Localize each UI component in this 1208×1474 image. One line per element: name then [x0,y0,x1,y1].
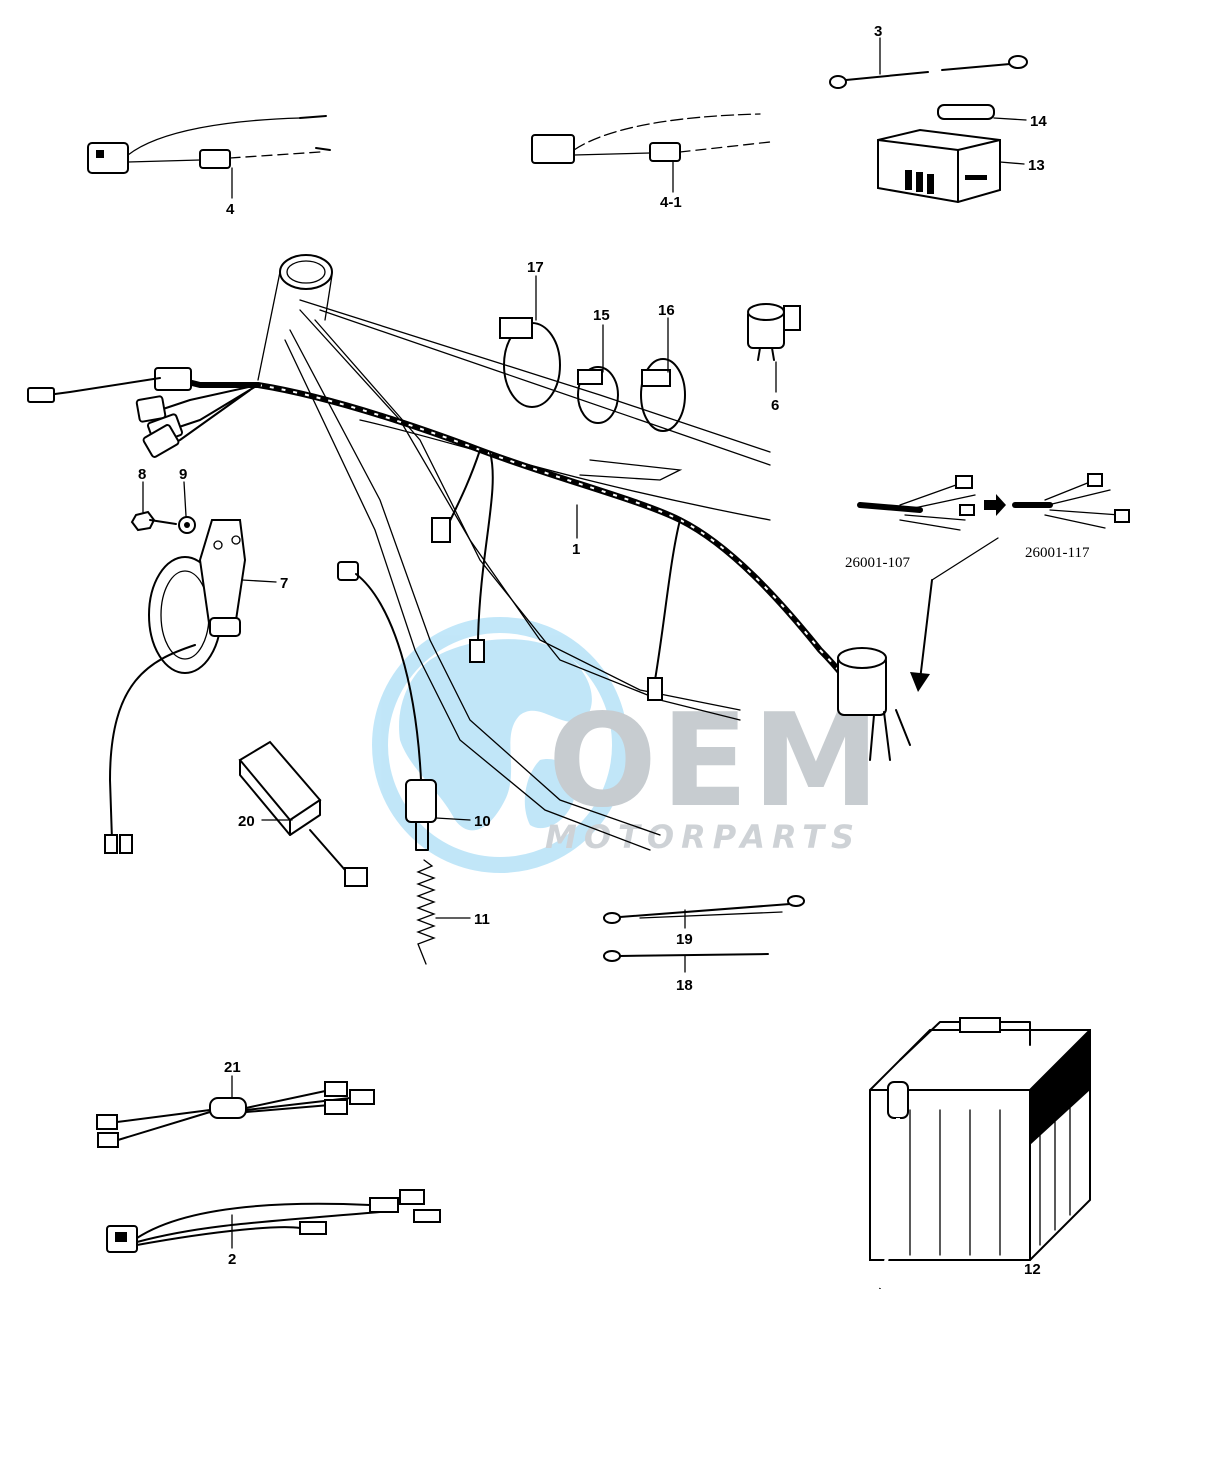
part-13-fuse-box [877,128,1025,204]
part-9-washer [178,481,196,534]
arrow-down-left-icon [910,537,999,692]
part-10-brake-switch [337,561,471,851]
part-number-old: 26001-107 [845,555,910,571]
callout-4: 4 [226,201,235,218]
part-7-horn [104,519,277,854]
callout-3: 3 [874,23,882,40]
callout-13: 13 [1028,157,1045,174]
globe-icon [372,617,628,873]
callout-15: 15 [593,307,610,324]
part-3-ground-lead [829,37,1028,89]
harness-revision-new [1012,473,1130,529]
part-14-fuse [937,104,1027,121]
callout-14: 14 [1030,113,1047,130]
part-6-flasher [747,303,801,393]
callout-11: 11 [474,911,490,928]
callout-4-1: 4-1 [660,194,682,211]
watermark: OEM MOTORPARTS [372,617,884,873]
part-number-new: 26001-117 [1025,545,1090,561]
part-17-clamp [499,275,561,408]
callout-16: 16 [658,302,675,319]
callout-18: 18 [676,977,693,994]
callout-10: 10 [474,813,491,830]
part-18-lead [603,950,769,973]
callout-7: 7 [280,575,288,592]
callout-17: 17 [527,259,544,276]
part-2-sub-harness [106,1189,441,1253]
arrow-right-icon [984,494,1006,516]
watermark-tagline: MOTORPARTS [545,818,861,856]
callout-21: 21 [224,1059,241,1076]
part-16-clamp [640,317,686,432]
callout-6: 6 [771,397,779,414]
part-4-1-relay [531,113,771,193]
part-19-lead [603,895,805,929]
harness-revision-old [857,475,976,531]
callout-9: 9 [179,466,187,483]
callout-20: 20 [238,813,255,830]
part-11-spring [416,859,471,965]
callout-12: 12 [1024,1261,1041,1278]
callout-2: 2 [228,1251,236,1268]
part-20-relay [238,740,368,887]
callout-8: 8 [138,466,146,483]
callout-1: 1 [572,541,580,558]
part-4-relay [87,115,331,199]
part-21-sub-harness [96,1075,375,1148]
callout-19: 19 [676,931,693,948]
frame-outline [257,254,771,851]
part-15-clamp [577,324,619,424]
watermark-brand: OEM [548,687,884,836]
part-1-main-harness [27,367,911,761]
part-8-bolt [130,481,177,532]
part-12-battery [869,1017,1091,1289]
